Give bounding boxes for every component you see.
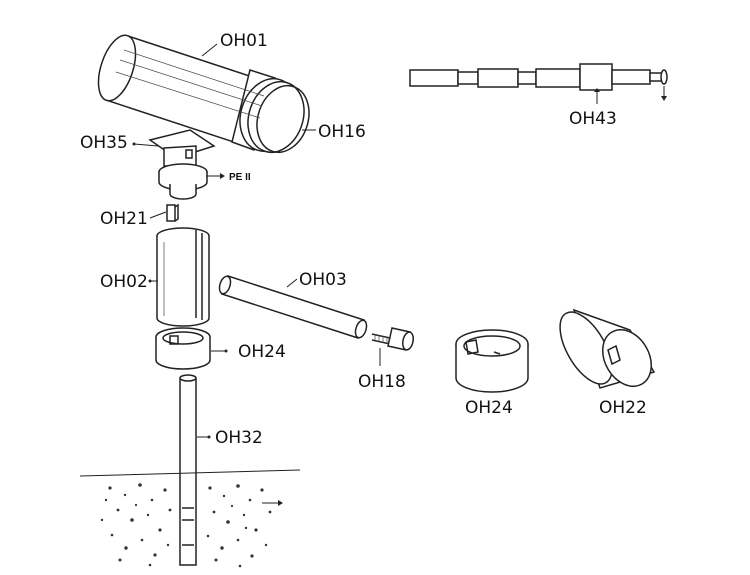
oh43-shaft [409, 63, 668, 101]
label-oh21: OH21 [100, 209, 148, 229]
oh02-tube [156, 227, 210, 327]
label-oh16: OH16 [318, 122, 366, 142]
ground-soil [79, 469, 301, 568]
label-oh43: OH43 [569, 109, 617, 129]
label-oh01: OH01 [220, 31, 268, 51]
label-oh18: OH18 [358, 372, 406, 392]
label-oh35: OH35 [80, 133, 128, 153]
label-oh24-left: OH24 [238, 342, 286, 362]
label-pe-ii: PE II [229, 172, 251, 183]
oh18-bolt [371, 327, 414, 351]
oh24-left-ring [155, 327, 211, 370]
label-oh24-right: OH24 [465, 398, 513, 418]
label-oh32: OH32 [215, 428, 263, 448]
oh22-sleeve [559, 308, 656, 389]
oh03-rod [218, 275, 368, 339]
label-oh03: OH03 [299, 270, 347, 290]
leader-lines [132, 43, 600, 439]
label-oh02: OH02 [100, 272, 148, 292]
oh21-clip [166, 203, 179, 222]
oh32-rod [179, 374, 197, 566]
oh01-cylinder [97, 34, 310, 153]
oh24-right-ring [455, 329, 529, 393]
label-oh22: OH22 [599, 398, 647, 418]
oh35-bracket [148, 129, 216, 200]
